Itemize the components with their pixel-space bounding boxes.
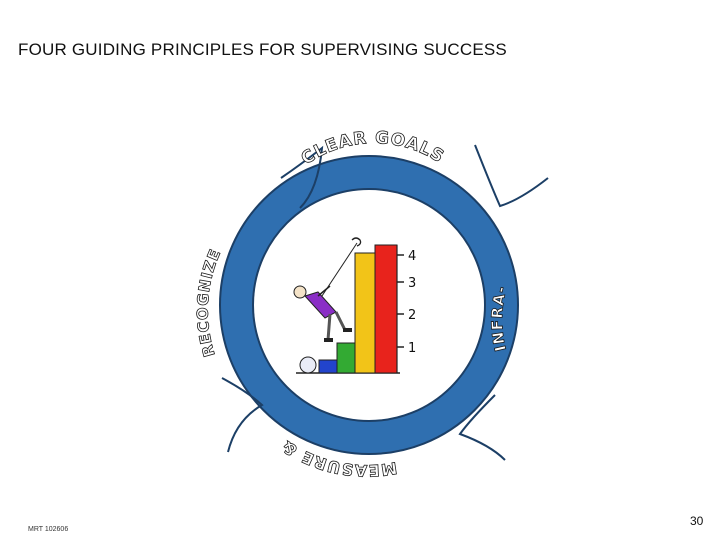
level-label-1: 1 xyxy=(408,341,416,356)
bar-blue xyxy=(318,359,338,374)
climbing-bar-chart-icon: 1 2 3 4 xyxy=(293,237,416,374)
segment-label-infra: INFRA- xyxy=(488,283,511,353)
climber-figure-icon xyxy=(293,285,352,342)
bar-red xyxy=(374,244,398,374)
level-label-2: 2 xyxy=(408,308,416,323)
slide-title: FOUR GUIDING PRINCIPLES FOR SUPERVISING … xyxy=(18,40,507,59)
cycle-ring xyxy=(218,144,549,461)
bar-green xyxy=(336,342,356,374)
footer-code: MRT 102606 xyxy=(28,526,69,533)
level-label-3: 3 xyxy=(408,276,416,291)
bar-yellow xyxy=(354,252,376,374)
page-number: 30 xyxy=(690,514,704,528)
level-label-4: 4 xyxy=(408,249,416,264)
